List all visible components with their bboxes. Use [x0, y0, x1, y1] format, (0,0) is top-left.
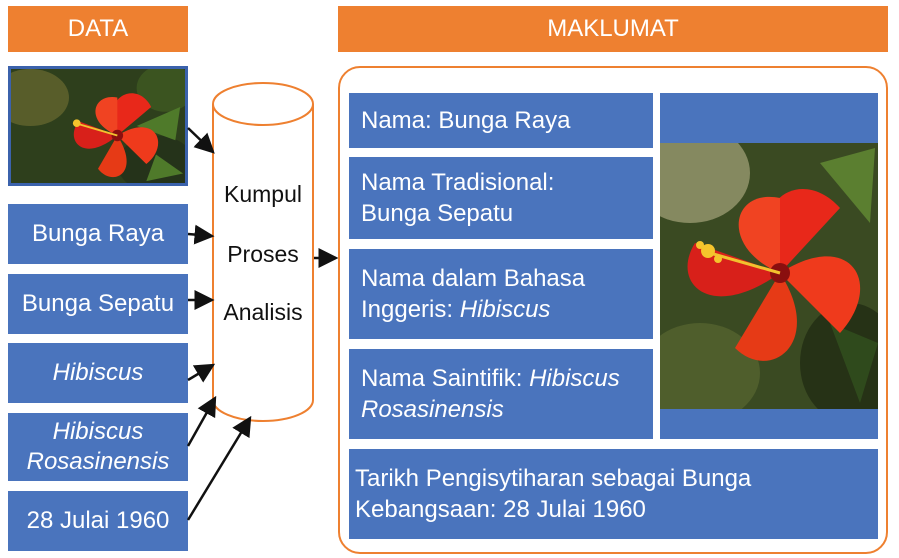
info-nama: Nama: Bunga Raya	[349, 93, 653, 148]
data-item-hibiscus-rosasinensis: Hibiscus Rosasinensis	[8, 413, 188, 481]
info-header-label: MAKLUMAT	[547, 15, 679, 42]
data-item-bunga-raya: Bunga Raya	[8, 204, 188, 264]
data-item-date: 28 Julai 1960	[8, 491, 188, 551]
info-tarikh: Tarikh Pengisytiharan sebagai Bunga Keba…	[349, 449, 878, 539]
process-cylinder	[212, 82, 314, 422]
arrow-bunga-raya	[187, 224, 215, 245]
info-frame	[338, 66, 888, 554]
data-item-hibiscus: Hibiscus	[8, 343, 188, 403]
arrow-photo	[187, 127, 215, 154]
process-kumpul: Kumpul	[224, 181, 302, 207]
data-header-label: DATA	[67, 15, 129, 42]
info-saintifik: Nama Saintifik: Hibiscus Rosasinensis	[349, 349, 653, 439]
arrow-hibiscus	[187, 363, 216, 383]
arrow-date	[186, 415, 252, 521]
process-proses: Proses	[227, 241, 299, 267]
data-header: DATA	[8, 6, 188, 52]
arrow-rosasinensis	[186, 395, 217, 447]
process-analisis: Analisis	[223, 299, 303, 325]
info-header: MAKLUMAT	[338, 6, 888, 52]
info-inggeris: Nama dalam Bahasa Inggeris: Hibiscus	[349, 249, 653, 339]
data-item-bunga-sepatu: Bunga Sepatu	[8, 274, 188, 334]
info-tradisional: Nama Tradisional: Bunga Sepatu	[349, 157, 653, 239]
flower-photo-small	[8, 66, 188, 186]
flower-photo-large	[660, 93, 878, 439]
